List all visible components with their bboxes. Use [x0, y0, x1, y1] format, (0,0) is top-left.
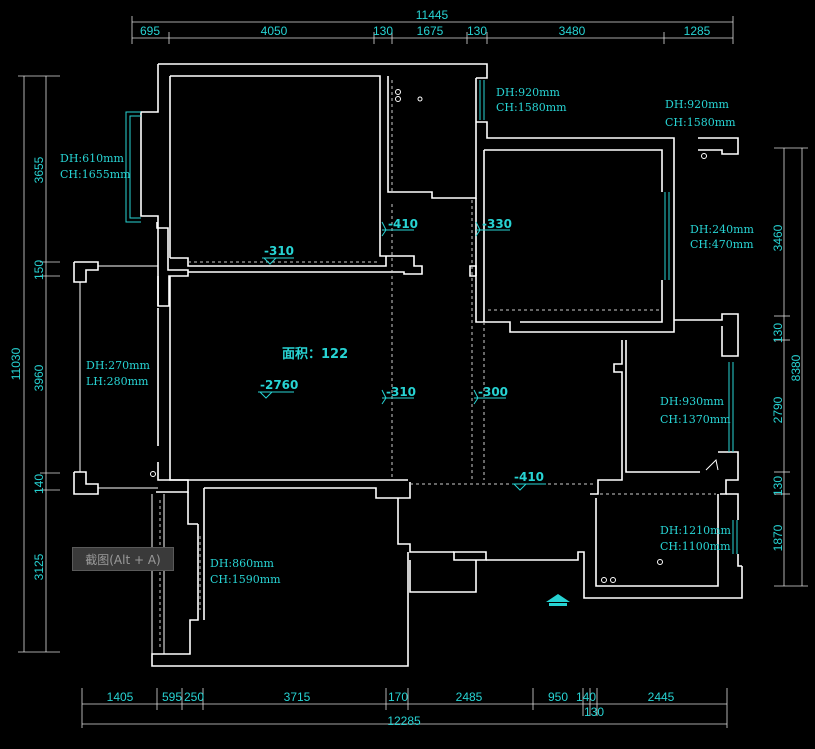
- left-dim: 150: [32, 260, 46, 280]
- window-labels: DH:920mm CH:1580mm DH:920mm CH:1580mm DH…: [60, 86, 755, 586]
- bottom-dim: 2485: [456, 690, 483, 704]
- svg-text:-2760: -2760: [260, 378, 298, 392]
- bottom-dim: 3715: [284, 690, 311, 704]
- bottom-dimension-chain: 1405 595 250 3715 170 2485 950 140 2445 …: [81, 688, 728, 728]
- svg-text:-310: -310: [264, 244, 294, 258]
- bottom-dim: 2445: [648, 690, 675, 704]
- entrance-arrow-icon: [546, 594, 570, 606]
- bottom-total-dim: 12285: [387, 714, 421, 728]
- level-marker: -410: [512, 470, 546, 491]
- window-ch-label: CH:1100mm: [660, 540, 731, 553]
- top-dim: 3480: [559, 24, 586, 38]
- top-dim: 1675: [417, 24, 444, 38]
- window-dh-label: DH:270mm: [86, 359, 151, 372]
- window-dh-label: DH:240mm: [690, 223, 755, 236]
- bottom-dim: 950: [548, 690, 568, 704]
- right-dimension-chain: 3460 130 2790 130 1870 8380: [771, 147, 808, 587]
- window-ch-label: CH:1590mm: [210, 573, 281, 586]
- bottom-dim: 595: [162, 690, 182, 704]
- window-dh-label: DH:930mm: [660, 395, 725, 408]
- windows: [125, 80, 738, 554]
- walls: [73, 63, 743, 667]
- level-marker: -330: [475, 217, 512, 237]
- svg-text:-310: -310: [386, 385, 416, 399]
- top-dim: 1285: [684, 24, 711, 38]
- level-marker: -300: [473, 385, 508, 405]
- svg-text:-300: -300: [478, 385, 508, 399]
- window-dh-label: DH:1210mm: [660, 524, 732, 537]
- window-ch-label: CH:1580mm: [496, 101, 567, 114]
- window-ch-label: LH:280mm: [86, 375, 149, 388]
- bottom-dim: 170: [388, 690, 408, 704]
- level-marker: -310: [262, 244, 294, 265]
- window-dh-label: DH:920mm: [665, 98, 730, 111]
- window-ch-label: CH:1655mm: [60, 168, 131, 181]
- right-dim: 130: [771, 323, 785, 343]
- level-markers: -410 -330 -310 -2760 -310 -300: [258, 217, 546, 491]
- right-total-dim: 8380: [789, 354, 803, 381]
- bottom-dim: 140: [576, 690, 596, 704]
- fixtures: [150, 89, 719, 583]
- left-dim: 3125: [32, 553, 46, 580]
- svg-text:-330: -330: [482, 217, 512, 231]
- left-dimension-chain: 3655 150 3960 140 3125 11030: [9, 75, 60, 653]
- left-total-dim: 11030: [9, 347, 23, 380]
- top-dim: 4050: [261, 24, 288, 38]
- window-ch-label: CH:470mm: [690, 238, 754, 251]
- window-dh-label: DH:610mm: [60, 152, 125, 165]
- top-dim: 130: [467, 24, 487, 38]
- svg-text:-410: -410: [514, 470, 544, 484]
- bottom-dim: 250: [184, 690, 204, 704]
- svg-text:-410: -410: [388, 217, 418, 231]
- top-dimension-chain: 11445 695 4050 130 1675 130 3480 1285: [131, 8, 734, 44]
- right-dim: 2790: [771, 396, 785, 423]
- left-dim: 3655: [32, 156, 46, 183]
- top-dim: 130: [373, 24, 393, 38]
- window-ch-label: CH:1580mm: [665, 116, 736, 129]
- left-dim: 3960: [32, 364, 46, 391]
- area-label: 面积：122: [282, 346, 348, 362]
- window-dh-label: DH:920mm: [496, 86, 561, 99]
- window-dh-label: DH:860mm: [210, 557, 275, 570]
- right-dim: 3460: [771, 224, 785, 251]
- right-dim: 1870: [771, 524, 785, 551]
- level-marker: -2760: [258, 378, 298, 399]
- screenshot-tooltip: 截图(Alt + A): [72, 547, 174, 571]
- bottom-sub-dim: 130: [584, 705, 604, 719]
- window-ch-label: CH:1370mm: [660, 413, 731, 426]
- bottom-dim: 1405: [107, 690, 134, 704]
- threshold-lines: [151, 80, 716, 654]
- right-dim: 130: [771, 476, 785, 496]
- level-marker: -310: [381, 385, 416, 405]
- top-dim: 695: [140, 24, 160, 38]
- left-dim: 140: [32, 474, 46, 494]
- top-total-dim: 11445: [416, 8, 449, 22]
- level-marker: -410: [381, 217, 418, 237]
